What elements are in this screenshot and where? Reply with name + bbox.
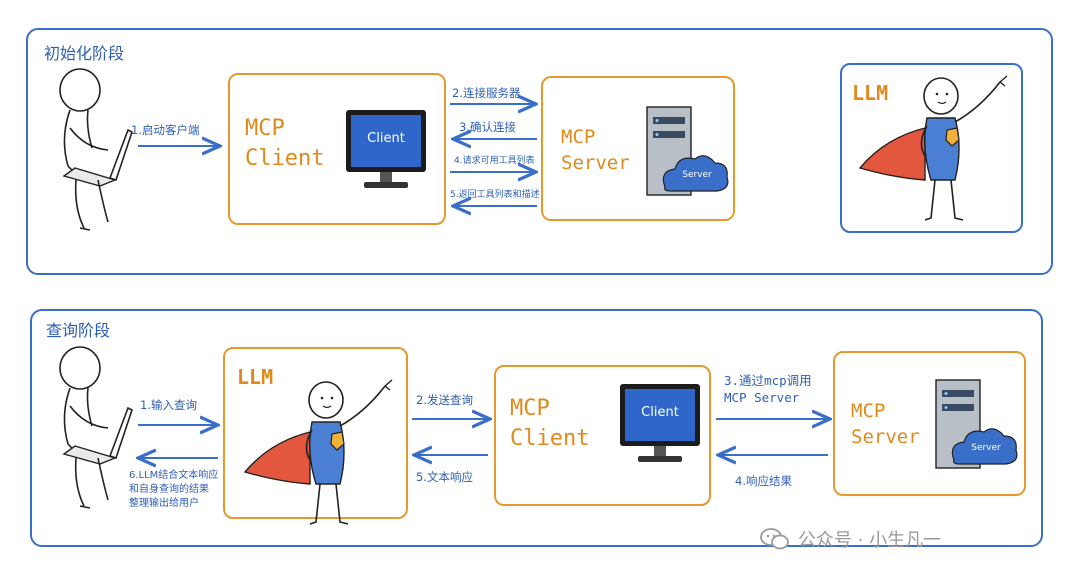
query-phase-title: 查询阶段 — [46, 321, 111, 340]
query-step2-label: 2.发送查询 — [416, 393, 473, 407]
init-step3-label: 3.确认连接 — [459, 120, 516, 134]
query-client-screen-text: Client — [641, 405, 679, 420]
init-step2-label: 2.连接服务器 — [452, 86, 521, 100]
query-step5-label: 5.文本响应 — [416, 470, 473, 484]
query-server-cloud-text: Server — [971, 443, 1001, 453]
query-mcp-client-label: MCP Client — [510, 396, 590, 451]
query-step3-label: 3.通过mcp调用 MCP Server — [724, 373, 812, 405]
init-server-cloud-text: Server — [682, 170, 712, 180]
query-llm-label: LLM — [237, 365, 274, 389]
init-step1-label: 1.启动客户端 — [131, 123, 200, 137]
init-mcp-client-label: MCP Client — [245, 116, 325, 171]
query-step1-label: 1.输入查询 — [140, 398, 197, 412]
init-step5-label: 5.返回工具列表和描述 — [450, 190, 540, 200]
init-client-screen-text: Client — [367, 131, 405, 146]
init-mcp-server-label: MCP Server — [561, 126, 630, 174]
query-step4-label: 4.响应结果 — [735, 474, 792, 488]
query-step6-label: 6.LLM结合文本响应 和自身查询的结果 整理输出给用户 — [129, 470, 219, 509]
query-mcp-server-label: MCP Server — [851, 400, 920, 448]
init-llm-label: LLM — [852, 81, 889, 105]
init-step4-label: 4.请求可用工具列表 — [454, 156, 535, 166]
watermark: 公众号 · 小生凡一 — [760, 526, 941, 552]
wechat-icon — [760, 527, 790, 551]
watermark-text: 公众号 · 小生凡一 — [798, 530, 942, 551]
init-phase-title: 初始化阶段 — [44, 44, 125, 63]
